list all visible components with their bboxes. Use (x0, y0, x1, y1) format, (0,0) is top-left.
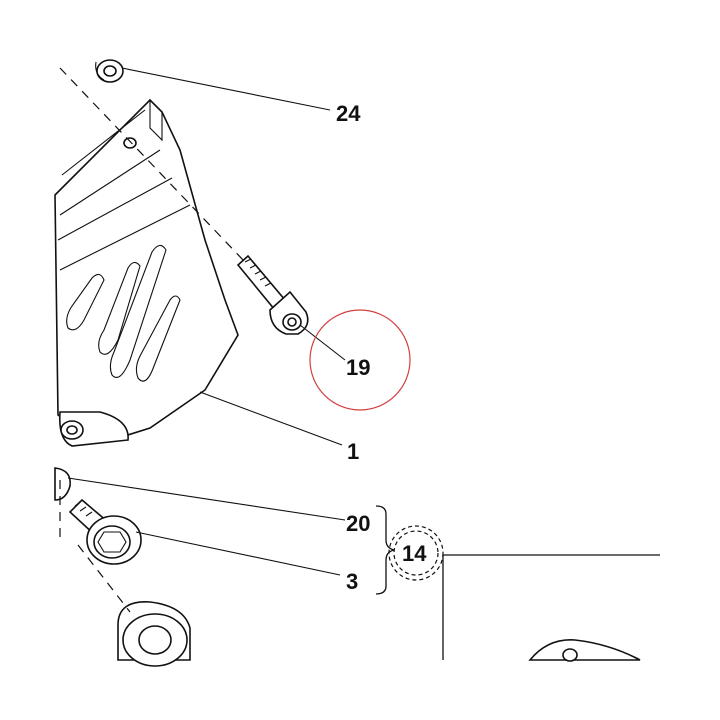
washer-part-20 (54, 467, 72, 501)
leader-20 (67, 477, 346, 521)
bottom-bushing-part (117, 601, 191, 667)
leader-lines (67, 67, 346, 576)
inset-frame (442, 554, 660, 662)
highlight-circle (309, 309, 411, 411)
bolt-part-3 (68, 498, 142, 565)
leader-1 (199, 391, 343, 446)
callout-14: 14 (402, 541, 427, 566)
callout-20: 20 (346, 511, 370, 536)
cover-vent-slots (66, 244, 181, 382)
leader-24 (121, 67, 331, 111)
screw-part-19 (236, 254, 309, 335)
washer-part-24 (95, 59, 124, 83)
assembly-ref-icon (388, 525, 444, 581)
callout-1: 1 (347, 439, 359, 464)
group-brace-icon (375, 505, 395, 595)
assembly-axis-lines (59, 67, 246, 613)
cover-part (54, 98, 239, 447)
callout-19: 19 (346, 355, 370, 380)
leader-3 (135, 531, 341, 576)
callout-24: 24 (336, 101, 361, 126)
callout-3: 3 (346, 569, 358, 594)
leader-19 (299, 324, 346, 361)
